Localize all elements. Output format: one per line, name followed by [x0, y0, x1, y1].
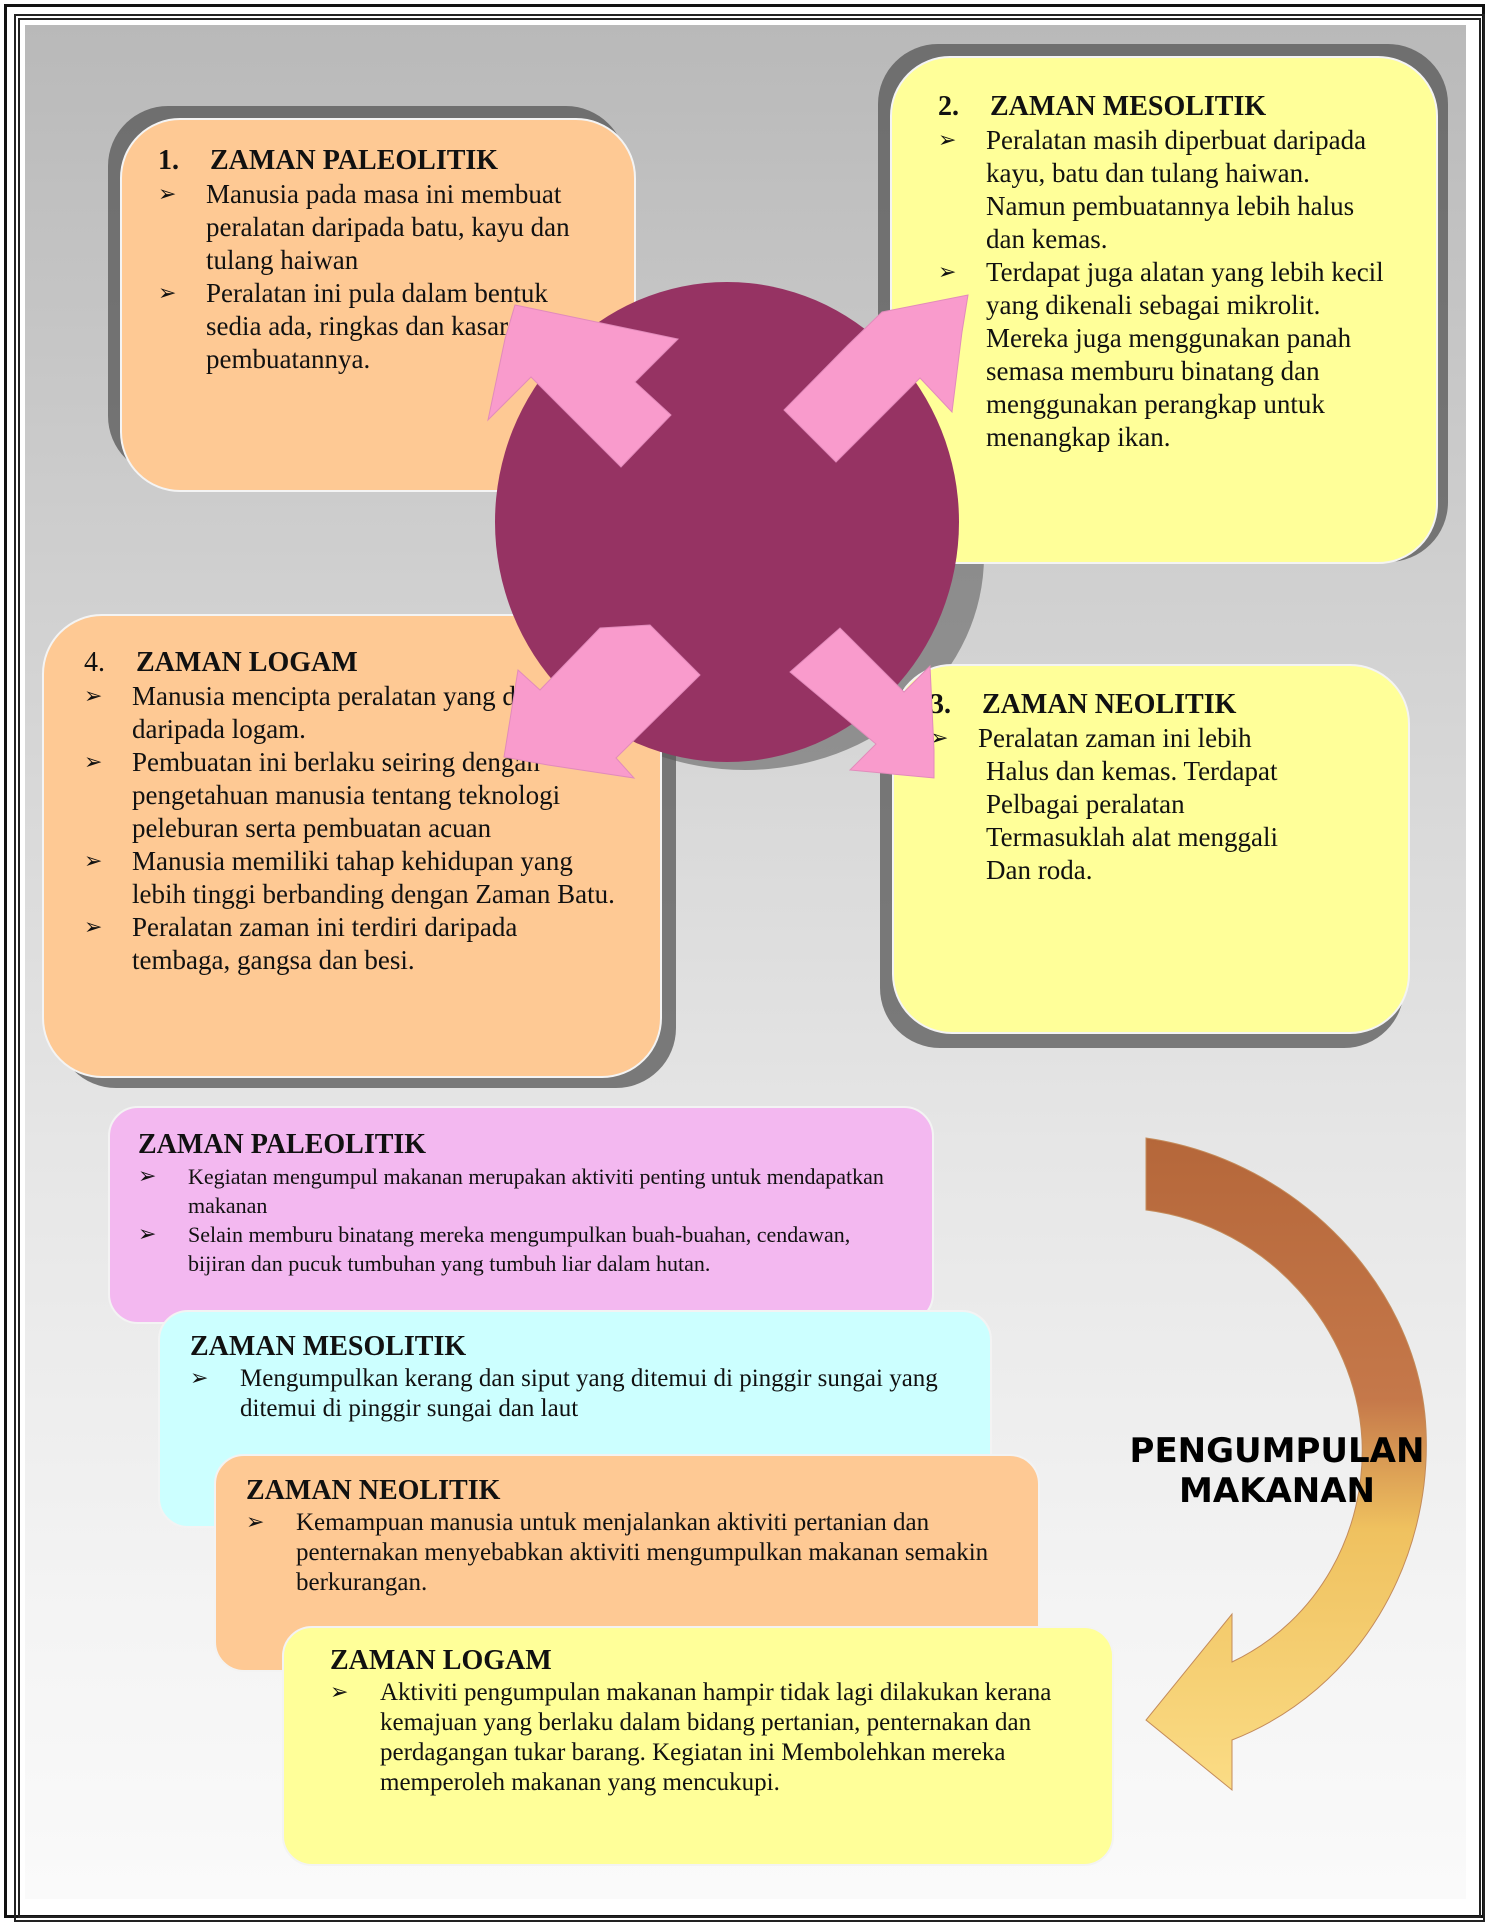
- food-heading: ZAMAN PALEOLITIK: [138, 1129, 427, 1160]
- list-item: Aktiviti pengumpulan makanan hampir tida…: [330, 1678, 1072, 1798]
- list-item: Manusia memiliki tahap kehidupan yang le…: [84, 845, 620, 911]
- list-item: Mengumpulkan kerang dan siput yang ditem…: [190, 1364, 950, 1424]
- food-heading: ZAMAN LOGAM: [330, 1645, 552, 1676]
- panel-neolitik-tools: 3.ZAMAN NEOLITIK Peralatan zaman ini leb…: [892, 664, 1410, 1034]
- bullet-list: Manusia mencipta peralatan yang diperbua…: [84, 680, 620, 977]
- bullet-list: Peralatan masih diperbuat daripada kayu,…: [938, 124, 1390, 454]
- bullet-list: Kegiatan mengumpul makanan merupakan akt…: [138, 1162, 892, 1278]
- list-item: Kegiatan mengumpul makanan merupakan akt…: [138, 1162, 892, 1220]
- bullet-list: Mengumpulkan kerang dan siput yang ditem…: [190, 1364, 950, 1424]
- panel-mesolitik-tools: 2.ZAMAN MESOLITIK Peralatan masih diperb…: [890, 56, 1438, 564]
- list-item: Peralatan zaman ini lebih: [930, 722, 1368, 755]
- bullet-list: Aktiviti pengumpulan makanan hampir tida…: [330, 1678, 1072, 1798]
- bullet-list: Manusia pada masa ini membuat peralatan …: [158, 178, 600, 376]
- list-item: Peralatan ini pula dalam bentuk sedia ad…: [158, 277, 600, 376]
- food-gathering-label: PENGUMPULAN MAKANAN: [1129, 1431, 1425, 1511]
- text-line: Pelbagai peralatan: [986, 789, 1185, 819]
- list-item: Mereka juga menggunakan panah semasa mem…: [938, 322, 1390, 454]
- list-item: Peralatan masih diperbuat daripada kayu,…: [938, 124, 1390, 256]
- list-item: Terdapat juga alatan yang lebih kecil ya…: [938, 256, 1390, 322]
- list-item: Selain memburu binatang mereka mengumpul…: [138, 1220, 892, 1278]
- bullet-list: Kemampuan manusia untuk menjalankan akti…: [246, 1508, 998, 1598]
- inner-frame: [14, 14, 1485, 1922]
- list-item: Manusia mencipta peralatan yang diperbua…: [84, 680, 620, 746]
- text-line: Dan roda.: [986, 855, 1093, 885]
- panel-heading: 4.ZAMAN LOGAM: [84, 647, 358, 678]
- bullet-list: Peralatan zaman ini lebih: [930, 722, 1368, 755]
- text-line: Termasuklah alat menggali: [986, 822, 1279, 852]
- panel-paleolitik-tools: 1.ZAMAN PALEOLITIK Manusia pada masa ini…: [120, 118, 636, 492]
- text-line: Halus dan kemas. Terdapat: [986, 756, 1278, 786]
- food-heading: ZAMAN MESOLITIK: [190, 1331, 467, 1362]
- list-item: Pembuatan ini berlaku seiring dengan pen…: [84, 746, 620, 845]
- panel-logam-tools: 4.ZAMAN LOGAM Manusia mencipta peralatan…: [42, 614, 662, 1078]
- panel-heading: 3.ZAMAN NEOLITIK: [930, 689, 1237, 720]
- panel-heading: 1.ZAMAN PALEOLITIK: [158, 145, 499, 176]
- list-item: Kemampuan manusia untuk menjalankan akti…: [246, 1508, 998, 1598]
- food-logam: ZAMAN LOGAM Aktiviti pengumpulan makanan…: [282, 1626, 1114, 1866]
- panel-heading: 2.ZAMAN MESOLITIK: [938, 91, 1267, 122]
- food-heading: ZAMAN NEOLITIK: [246, 1475, 501, 1506]
- list-item: Manusia pada masa ini membuat peralatan …: [158, 178, 600, 277]
- food-paleolitik: ZAMAN PALEOLITIK Kegiatan mengumpul maka…: [108, 1106, 934, 1324]
- list-item: Peralatan zaman ini terdiri daripada tem…: [84, 911, 620, 977]
